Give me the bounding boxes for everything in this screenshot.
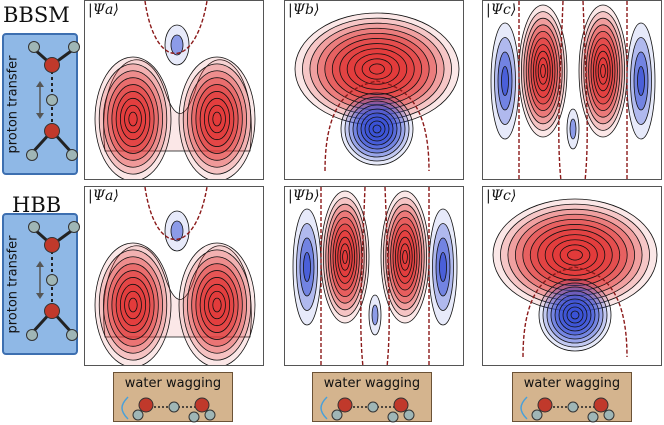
proton-transfer-molecule-icon — [26, 221, 80, 341]
panel-bbsm-psi-c: |Ψc⟩ — [482, 0, 662, 180]
panel-hbb-psi-a: |Ψa⟩ — [84, 186, 264, 366]
water-wagging-box: water wagging — [312, 372, 432, 423]
water-wagging-label: water wagging — [323, 376, 421, 391]
contour-plot — [94, 1, 256, 179]
proton-transfer-box-top: proton transfer — [2, 33, 80, 175]
state-label: |Ψb⟩ — [288, 188, 320, 204]
panel-hbb-psi-b: |Ψb⟩ — [284, 186, 464, 366]
water-wagging-box: water wagging — [113, 372, 233, 423]
panel-hbb-psi-c: |Ψc⟩ — [482, 186, 662, 366]
water-wagging-molecule-icon — [320, 396, 415, 423]
row-label-bbsm: BBSM — [3, 3, 70, 27]
panel-bbsm-psi-b: |Ψb⟩ — [284, 0, 464, 180]
water-wagging-box: water wagging — [512, 372, 632, 423]
state-label: |Ψc⟩ — [486, 188, 517, 204]
state-label: |Ψa⟩ — [88, 188, 119, 204]
contour-plot — [490, 1, 656, 179]
state-label: |Ψa⟩ — [88, 2, 119, 18]
panel-bbsm-psi-a: |Ψa⟩ — [84, 0, 264, 180]
contour-plot — [94, 187, 256, 365]
water-wagging-molecule-icon — [121, 396, 216, 423]
proton-transfer-molecule-icon — [26, 41, 80, 161]
contour-plot — [294, 12, 460, 172]
water-wagging-label: water wagging — [124, 376, 222, 391]
water-wagging-molecule-icon — [520, 396, 615, 423]
water-wagging-label: water wagging — [523, 376, 621, 391]
state-label: |Ψb⟩ — [288, 2, 320, 18]
state-label: |Ψc⟩ — [486, 2, 517, 18]
contour-plot — [492, 198, 658, 358]
proton-transfer-box-bottom: proton transfer — [2, 213, 80, 355]
contour-plot — [292, 187, 458, 365]
